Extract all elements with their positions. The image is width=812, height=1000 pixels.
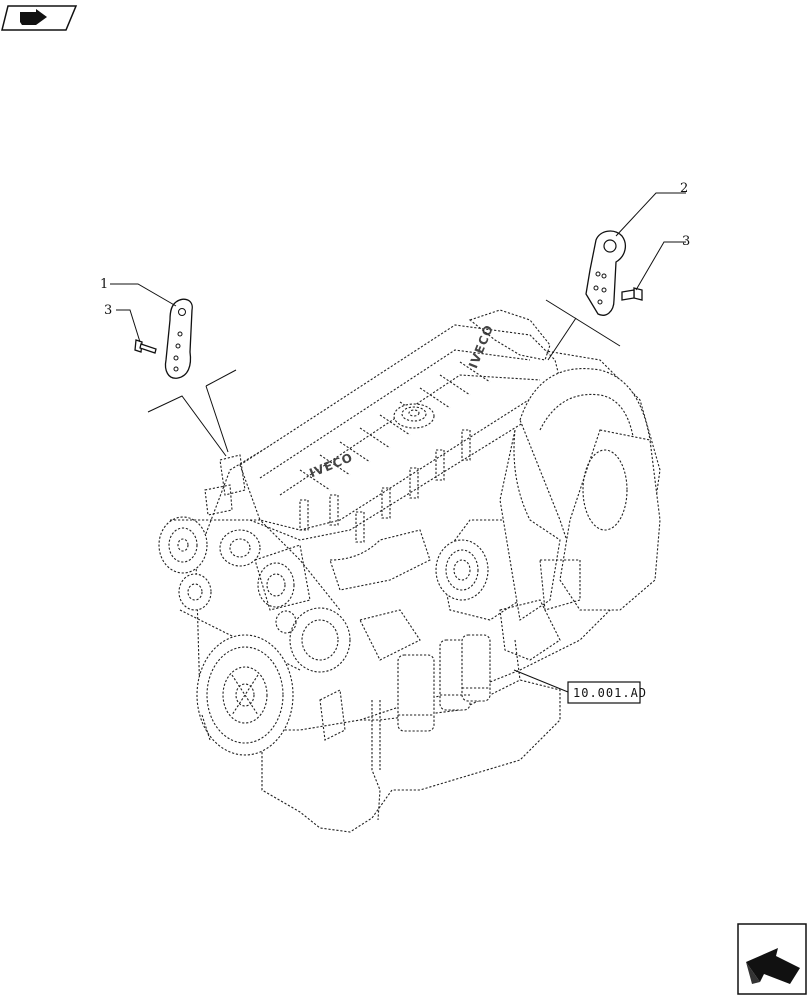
engine-illustration: IVECO IVECO: [158, 309, 661, 833]
callout-part-2: 2: [680, 181, 688, 196]
filters: [397, 634, 491, 732]
reference-label: 10.001.AD: [573, 686, 647, 700]
oil-filler-cap: [393, 403, 435, 429]
next-page-arrow-icon[interactable]: [737, 923, 807, 995]
callout-part-3-left: 3: [104, 303, 112, 318]
callout-part-3-right: 3: [682, 234, 690, 249]
book-arrow-icon[interactable]: [1, 5, 78, 31]
bolt-left: [134, 339, 157, 354]
callout-part-1: 1: [100, 277, 108, 292]
lifting-bracket-right: [585, 230, 627, 316]
leader-lines: [110, 192, 686, 693]
oil-pan: [261, 679, 561, 833]
bolt-right: [621, 287, 643, 301]
reference-box[interactable]: 10.001.AD: [567, 681, 647, 704]
dipstick-tube: [371, 700, 381, 821]
lifting-bracket-left: [164, 298, 193, 379]
flywheel-housing: [559, 429, 661, 611]
crankshaft-damper: [196, 634, 294, 756]
front-accessory-drive: [158, 516, 351, 673]
